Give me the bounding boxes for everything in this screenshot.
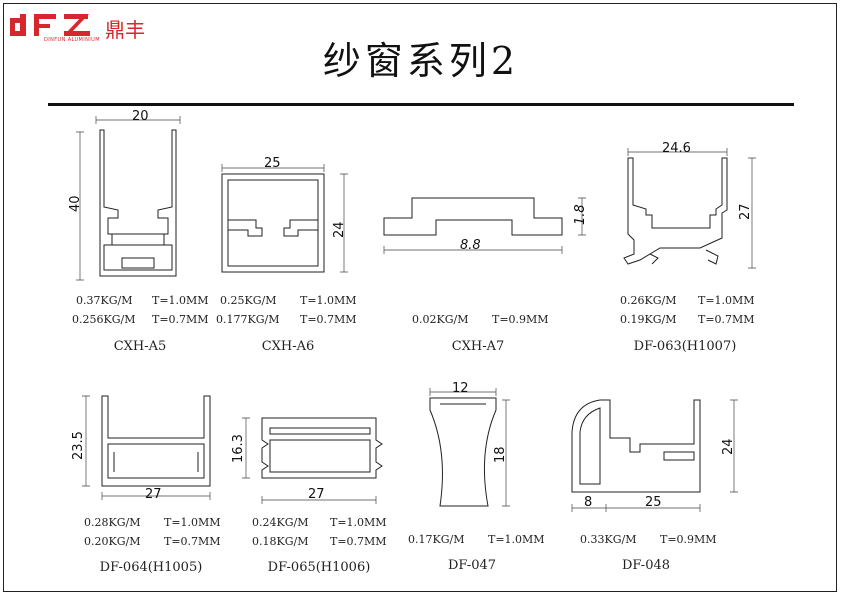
dim-label: 20	[132, 109, 149, 124]
dim-label: 24.6	[662, 141, 691, 156]
dim-label: 24	[721, 438, 736, 455]
profile-weight: 0.26KG/M	[620, 294, 677, 307]
profile-name: DF-047	[447, 558, 497, 573]
profile-drawing-df-048	[571, 399, 738, 512]
page-border	[3, 3, 837, 592]
profile-drawing-cxh-a7	[383, 197, 586, 254]
profile-thickness: T=1.0MM	[488, 533, 545, 546]
dim-label: 1.8	[573, 204, 588, 225]
profile-weight: 0.37KG/M	[76, 294, 133, 307]
dim-label: 27	[145, 487, 162, 502]
profile-weight: 0.256KG/M	[72, 313, 136, 326]
profile-thickness: T=0.9MM	[492, 313, 549, 326]
brand-name-cn: 鼎丰	[105, 18, 145, 42]
profile-thickness: T=0.7MM	[300, 313, 357, 326]
dim-label: 27	[738, 203, 753, 220]
dim-label: 23.5	[71, 431, 86, 460]
profile-name: DF-048	[621, 558, 671, 573]
profile-name: CXH-A6	[261, 339, 315, 354]
profile-name: CXH-A7	[451, 339, 505, 354]
dim-label: 27	[308, 487, 325, 502]
profile-weight: 0.177KG/M	[216, 313, 280, 326]
profile-drawing-df-065	[242, 417, 383, 504]
profile-thickness: T=0.7MM	[152, 313, 209, 326]
profile-weight: 0.18KG/M	[252, 535, 309, 548]
dim-label: 40	[68, 195, 83, 212]
title-rule	[48, 103, 794, 106]
profile-name: DF-064(H1005)	[99, 560, 203, 575]
profile-weight: 0.28KG/M	[84, 516, 141, 529]
profile-thickness: T=1.0MM	[300, 294, 357, 307]
page-title: 纱窗系列2	[322, 39, 520, 83]
brand-logo	[10, 14, 90, 36]
profile-weight: 0.19KG/M	[620, 313, 677, 326]
profile-drawing-df-064	[82, 395, 211, 500]
profile-thickness: T=0.7MM	[698, 313, 755, 326]
dim-label: 8	[584, 495, 592, 510]
profile-thickness: T=0.9MM	[660, 533, 717, 546]
dim-label: 12	[452, 381, 469, 396]
profile-weight: 0.25KG/M	[220, 294, 277, 307]
profile-weight: 0.24KG/M	[252, 516, 309, 529]
profile-drawing-cxh-a5	[76, 116, 181, 281]
profile-drawing-df-047	[429, 388, 510, 507]
profile-thickness: T=1.0MM	[164, 516, 221, 529]
profile-thickness: T=0.7MM	[330, 535, 387, 548]
profile-weight: 0.17KG/M	[408, 533, 465, 546]
profile-thickness: T=1.0MM	[152, 294, 209, 307]
dim-label: 18	[493, 446, 508, 463]
dim-label: 25	[645, 495, 662, 510]
dim-label: 16.3	[231, 434, 246, 463]
dim-label: 24	[332, 221, 347, 238]
profile-drawing-cxh-a6	[221, 164, 348, 273]
profile-weight: 0.20KG/M	[84, 535, 141, 548]
profile-thickness: T=0.7MM	[164, 535, 221, 548]
profile-weight: 0.33KG/M	[580, 533, 637, 546]
profile-thickness: T=1.0MM	[698, 294, 755, 307]
dim-label: 25	[264, 156, 281, 171]
profile-thickness: T=1.0MM	[330, 516, 387, 529]
profile-name: DF-063(H1007)	[633, 339, 737, 354]
brand-name-en: DINFUN ALUMINIUM	[44, 37, 100, 43]
dim-label: 8.8	[460, 238, 481, 253]
profile-name: DF-065(H1006)	[267, 560, 371, 575]
profile-name: CXH-A5	[113, 339, 167, 354]
profile-drawing-df-063	[623, 148, 756, 269]
profile-weight: 0.02KG/M	[412, 313, 469, 326]
